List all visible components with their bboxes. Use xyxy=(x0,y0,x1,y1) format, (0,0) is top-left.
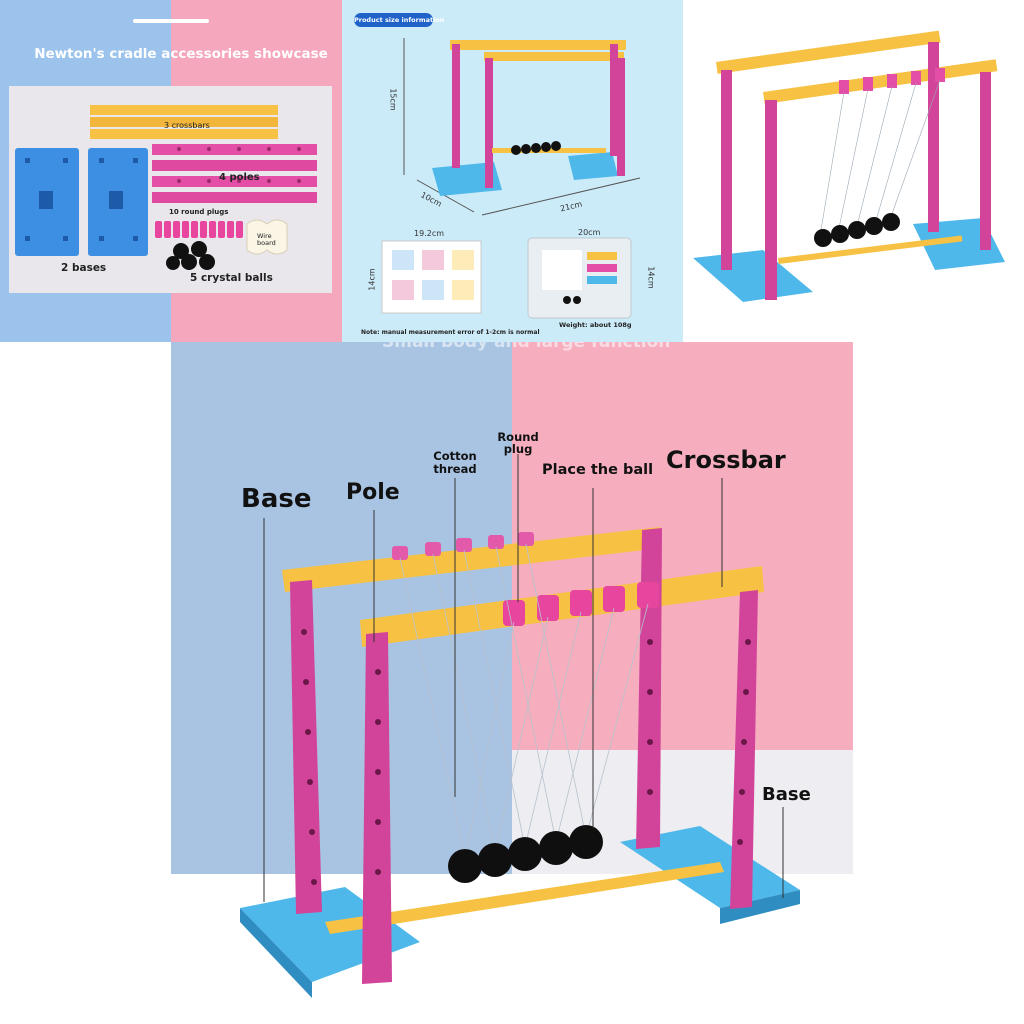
height-dimension: 15cm xyxy=(388,88,398,111)
label-base-left: Base xyxy=(241,484,312,514)
package-height: 14cm xyxy=(646,266,656,289)
round-plugs xyxy=(155,221,243,238)
overlay-caption: Small body and large function xyxy=(382,342,671,352)
label-pole: Pole xyxy=(346,480,400,505)
cradle-mini-illustration xyxy=(432,40,626,196)
balls-label: 5 crystal balls xyxy=(190,272,273,284)
title-underline xyxy=(133,19,209,23)
label-place-ball: Place the ball xyxy=(542,462,654,478)
label-crossbar: Crossbar xyxy=(666,446,786,474)
parts-photo: 3 crossbars 4 poles 10 round plugs Wire … xyxy=(9,86,332,293)
back-crossbar xyxy=(282,527,662,592)
crossbars-label: 3 crossbars xyxy=(164,121,210,130)
crystal-balls-structure xyxy=(448,825,603,883)
front-crossbar xyxy=(360,566,764,647)
manual-width: 19.2cm xyxy=(414,229,445,238)
manual-height: 14cm xyxy=(367,268,377,291)
measurement-note: Note: manual measurement error of 1-2cm … xyxy=(361,329,540,336)
base-parts xyxy=(15,148,148,256)
size-info-tag-text: Product size information xyxy=(354,16,445,24)
size-info-tag xyxy=(354,13,433,27)
package-width: 20cm xyxy=(578,228,601,237)
structure-panel: Small body and large function xyxy=(0,342,1024,1024)
plugs-label: 10 round plugs xyxy=(169,208,229,216)
left-base xyxy=(240,887,420,982)
accessories-title: Newton's cradle accessories showcase xyxy=(34,46,328,62)
pole-parts xyxy=(152,144,317,203)
label-round-plug: Round plug xyxy=(497,430,539,456)
wire-board-label: Wire board xyxy=(257,232,276,247)
label-cotton-thread: Cotton thread xyxy=(433,449,477,476)
accessories-panel: Newton's cradle accessories showcase xyxy=(0,0,342,342)
crystal-balls xyxy=(166,241,215,270)
label-base-right: Base xyxy=(762,784,811,805)
crossbar-parts xyxy=(90,105,278,139)
size-diagram xyxy=(381,38,641,319)
bases-label: 2 bases xyxy=(61,262,107,274)
cradle-photo xyxy=(693,30,1005,302)
package-thumbnail xyxy=(527,237,632,319)
poles-label: 4 poles xyxy=(219,172,260,183)
size-info-panel: Product size information xyxy=(342,0,683,342)
cradle-structure xyxy=(240,454,800,998)
package-weight: Weight: about 108g xyxy=(559,321,632,329)
wire-board xyxy=(246,219,288,255)
manual-thumbnail xyxy=(381,240,482,314)
product-photo-panel xyxy=(683,0,1024,342)
